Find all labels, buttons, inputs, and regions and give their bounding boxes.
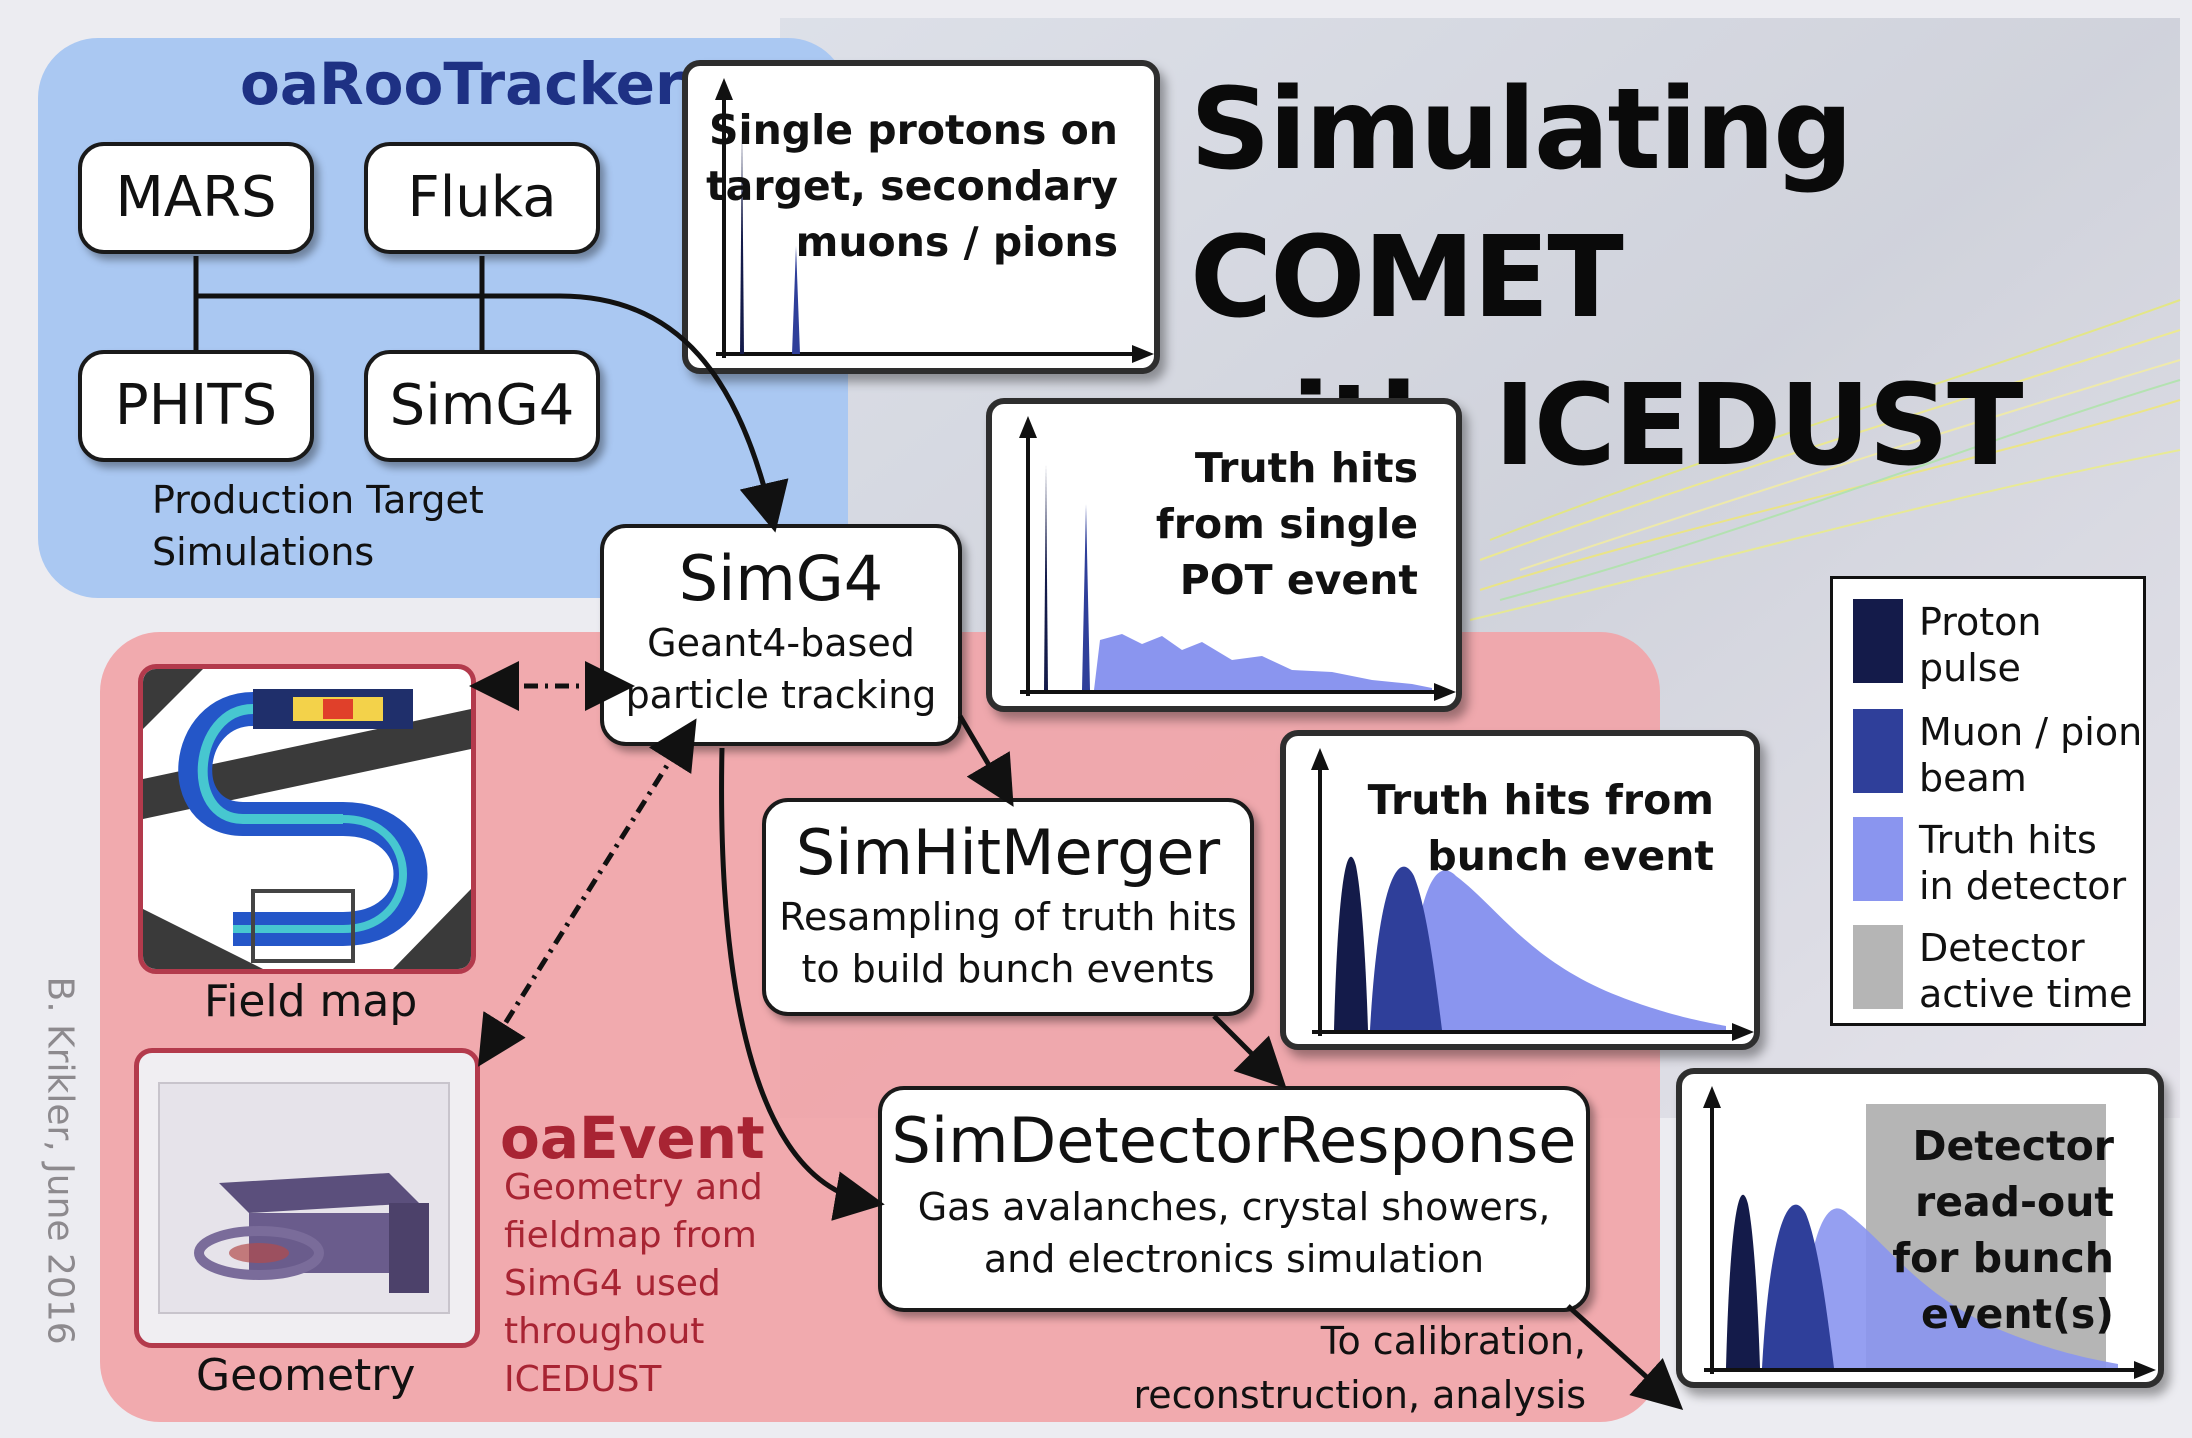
output-note: To calibration, reconstruction, analysis [1100, 1314, 1587, 1422]
panel-detector-readout: Detector read-out for bunch event(s) [1676, 1068, 2164, 1388]
simg4-desc-line-2: particle tracking [625, 673, 937, 717]
oaRooTracker-title: oaRooTracker [240, 50, 684, 118]
simg4-title: SimG4 [678, 542, 884, 615]
muon-pion-bunch [1370, 866, 1442, 1030]
output-note-line-1: To calibration, [1320, 1319, 1586, 1363]
simg4-desc-line-1: Geant4-based [647, 621, 915, 665]
truth-hits-bunch [1406, 870, 1726, 1030]
production-caption-line-2: Simulations [152, 530, 375, 574]
mars-label: MARS [115, 165, 277, 230]
simdetector-desc-line-1: Gas avalanches, crystal showers, [917, 1185, 1551, 1229]
particle-tracks [1469, 299, 2181, 621]
geometry-label: Geometry [196, 1350, 416, 1401]
field-map-drawing [143, 669, 471, 969]
arrow-simg4-to-simdetector [719, 747, 885, 1221]
panel-1-plot [715, 78, 1154, 363]
panel-4-plot [1703, 1086, 2156, 1379]
legend-muon-line-2: beam [1919, 756, 2027, 800]
simhitmerger-desc-line-2: to build bunch events [801, 947, 1215, 991]
arrow-production-to-simg4 [196, 293, 789, 533]
simg4-production-box[interactable]: SimG4 [364, 350, 600, 462]
panel-1-line-3: muons / pions [795, 218, 1118, 266]
arrow-simhitmerger-to-simdetector [1212, 1014, 1287, 1089]
proton-readout [1726, 1194, 1760, 1368]
legend-swatch-proton [1853, 599, 1903, 683]
legend-truth-line-2: in detector [1919, 864, 2127, 908]
simg4-box[interactable]: SimG4 Geant4-based particle tracking [600, 524, 962, 746]
legend-detector-line-1: Detector [1919, 926, 2085, 970]
panel-3-line-1: Truth hits from [1367, 776, 1714, 824]
panel-truth-hits-pot: Truth hits from single POT event [986, 398, 1462, 712]
legend: Proton pulse Muon / pion beam Truth hits… [1830, 576, 2146, 1026]
panel-3-line-2: bunch event [1427, 832, 1714, 880]
legend-detector-line-2: active time [1919, 972, 2133, 1016]
proton-spike [1044, 464, 1048, 690]
arrow-simdetector-to-output [1566, 1304, 1684, 1411]
production-caption-line-1: Production Target [152, 478, 484, 522]
muon-spike [1082, 504, 1090, 690]
fluka-label: Fluka [407, 165, 557, 230]
title-line-1: Simulating COMET [1190, 65, 1853, 343]
panel-truth-hits-bunch: Truth hits from bunch event [1280, 730, 1760, 1050]
phits-label: PHITS [114, 373, 278, 438]
oaEvent-desc: Geometry and fieldmap from SimG4 used th… [504, 1164, 763, 1404]
muon-spike [792, 246, 800, 354]
simhitmerger-title: SimHitMerger [795, 816, 1221, 889]
fluka-box[interactable]: Fluka [364, 142, 600, 254]
panel-3-plot [1311, 748, 1754, 1041]
simhitmerger-box[interactable]: SimHitMerger Resampling of truth hits to… [762, 798, 1254, 1016]
legend-swatch-truth [1853, 817, 1903, 901]
legend-swatch-detector [1853, 925, 1903, 1009]
panel-2-plot [1019, 416, 1456, 701]
production-caption: Production Target Simulations [152, 474, 484, 578]
simdetector-title: SimDetectorResponse [891, 1104, 1577, 1177]
panel-4-line-4: event(s) [1920, 1290, 2114, 1338]
panel-4-line-2: read-out [1914, 1178, 2114, 1226]
mars-box[interactable]: MARS [78, 142, 314, 254]
field-map-label: Field map [204, 976, 418, 1027]
oaEvent-desc-line-2: fieldmap from [504, 1215, 757, 1256]
simdetector-desc-line-2: and electronics simulation [983, 1237, 1485, 1281]
panel-single-protons: Single protons on target, secondary muon… [682, 60, 1160, 374]
proton-bunch [1334, 856, 1368, 1030]
truth-hits-readout [1798, 1208, 2118, 1368]
arrow-simg4-to-simhitmerger [957, 714, 1014, 807]
phits-box[interactable]: PHITS [78, 350, 314, 462]
panel-2-line-1: Truth hits [1194, 444, 1418, 492]
oaEvent-desc-line-1: Geometry and [504, 1167, 763, 1208]
proton-spike [740, 126, 744, 354]
simhitmerger-desc-line-1: Resampling of truth hits [779, 895, 1237, 939]
legend-truth-line-1: Truth hits [1919, 818, 2097, 862]
oaEvent-desc-line-4: throughout [504, 1311, 705, 1352]
simg4-production-label: SimG4 [389, 373, 575, 438]
panel-4-line-3: for bunch [1892, 1234, 2114, 1282]
panel-2-line-2: from single [1155, 500, 1418, 548]
truth-hits-area [1094, 634, 1432, 690]
arrow-simg4-to-geometry [478, 718, 697, 1067]
output-note-line-2: reconstruction, analysis [1133, 1373, 1587, 1417]
panel-1-line-2: target, secondary [706, 162, 1118, 210]
muon-pion-readout [1762, 1204, 1834, 1368]
production-tree [193, 256, 485, 350]
oaEvent-title: oaEvent [500, 1104, 765, 1172]
legend-swatch-muon [1853, 709, 1903, 793]
panel-1-line-1: Single protons on [709, 106, 1118, 154]
panel-4-line-1: Detector [1912, 1122, 2114, 1170]
oaEvent-desc-line-5: ICEDUST [504, 1359, 662, 1400]
legend-proton-line-1: Proton [1919, 600, 2042, 644]
simdetectorresponse-box[interactable]: SimDetectorResponse Gas avalanches, crys… [878, 1086, 1590, 1312]
geometry-drawing [158, 1082, 450, 1314]
panel-2-line-3: POT event [1179, 556, 1418, 604]
legend-proton-line-2: pulse [1919, 646, 2021, 690]
field-map-image [138, 664, 476, 974]
geometry-image [134, 1048, 480, 1348]
oaEvent-desc-line-3: SimG4 used [504, 1263, 721, 1304]
legend-muon-line-1: Muon / pion [1919, 710, 2143, 754]
